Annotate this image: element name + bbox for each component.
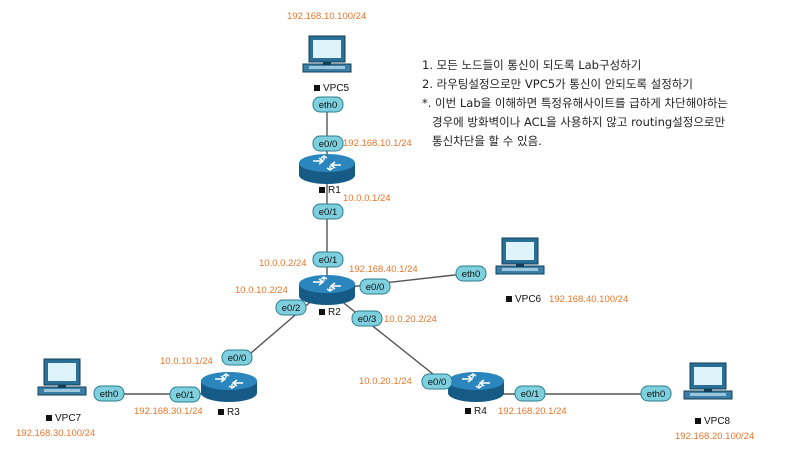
- device-name-vpc5: VPC5: [323, 83, 350, 94]
- port-label: e0/1: [319, 255, 338, 266]
- port-pill-r3-e00[interactable]: [221, 349, 253, 366]
- router-icon: [447, 371, 505, 403]
- port-pill-vpc8-eth0[interactable]: [640, 385, 672, 402]
- instruction-line-4: 경우에 방화벽이나 ACL을 사용하지 않고 routing설정으로만: [432, 115, 726, 129]
- ip-r4-e01: 192.168.20.1/24: [498, 406, 567, 417]
- device-marker: [506, 296, 512, 302]
- port-pill-r1-e01[interactable]: [312, 203, 344, 220]
- ip-r1-e01: 10.0.0.1/24: [343, 193, 391, 204]
- port-label: e0/0: [319, 139, 338, 150]
- vpc5[interactable]: [302, 35, 352, 73]
- device-labels: VPC5 R1 R2 VPC6 R3 R4 VPC7 VPC8: [46, 83, 731, 427]
- lab-instructions: 1. 모든 노드들이 통신이 되도록 Lab구성하기 2. 라우팅설정으로만 V…: [422, 56, 782, 151]
- port-label: e0/1: [176, 390, 195, 401]
- port-pill-r2-e00[interactable]: [359, 278, 391, 295]
- port-pill-r2-e01[interactable]: [312, 251, 344, 268]
- vpc6[interactable]: [495, 237, 545, 275]
- device-name-vpc6: VPC6: [515, 294, 542, 305]
- port-label: e0/1: [521, 389, 540, 400]
- ip-r2-e03: 10.0.20.2/24: [384, 314, 437, 325]
- ip-vpc5: 192.168.10.100/24: [287, 11, 366, 22]
- ip-r1-e00: 192.168.10.1/24: [343, 138, 412, 149]
- device-name-r2: R2: [328, 307, 341, 318]
- device-marker: [319, 187, 325, 193]
- port-pill-r4-e01[interactable]: [514, 385, 546, 402]
- port-pill-r3-e01[interactable]: [169, 386, 201, 403]
- port-label: e0/0: [228, 353, 247, 364]
- ip-r2-e02: 10.0.10.2/24: [235, 285, 288, 296]
- device-name-r4: R4: [474, 406, 487, 417]
- ip-r2-e00: 192.168.40.1/24: [349, 264, 418, 275]
- port-label: eth0: [100, 389, 119, 400]
- ip-vpc8: 192.168.20.100/24: [675, 431, 754, 442]
- port-pill-r4-e00[interactable]: [421, 373, 453, 390]
- ip-r3-e01: 192.168.30.1/24: [134, 406, 203, 417]
- device-marker: [46, 415, 52, 421]
- device-name-vpc8: VPC8: [704, 416, 731, 427]
- port-label: eth0: [647, 389, 666, 400]
- port-label: e0/2: [282, 303, 301, 314]
- device-marker: [314, 85, 320, 91]
- ip-vpc6: 192.168.40.100/24: [549, 294, 628, 305]
- vpc8[interactable]: [683, 362, 733, 400]
- router-r4[interactable]: [447, 371, 505, 403]
- ip-labels: 192.168.10.100/24 192.168.10.1/24 10.0.0…: [16, 11, 754, 442]
- ip-r2-e01: 10.0.0.2/24: [259, 258, 307, 269]
- port-label: eth0: [462, 269, 481, 280]
- port-pill-vpc5-eth0[interactable]: [312, 96, 344, 113]
- router-icon: [298, 274, 356, 306]
- ip-r4-e00: 10.0.20.1/24: [359, 376, 412, 387]
- device-marker: [319, 309, 325, 315]
- instruction-line-5: 통신차단을 할 수 있음.: [432, 134, 542, 148]
- router-r3[interactable]: [200, 371, 258, 403]
- port-label: e0/0: [366, 282, 385, 293]
- instruction-line-3: *. 이번 Lab을 이해하면 특정유해사이트를 급하게 차단해야하는: [422, 96, 729, 110]
- device-marker: [218, 409, 224, 415]
- instruction-line-2: 2. 라우팅설정으로만 VPC5가 통신이 안되도록 설정하기: [422, 77, 693, 91]
- port-label: e0/1: [319, 207, 338, 218]
- port-label: e0/0: [428, 377, 447, 388]
- computer-icon: [302, 35, 352, 73]
- router-icon: [200, 371, 258, 403]
- port-label: e0/3: [358, 314, 377, 325]
- computer-icon: [683, 362, 733, 400]
- router-r2[interactable]: [298, 274, 356, 306]
- device-name-vpc7: VPC7: [55, 413, 82, 424]
- computer-icon: [37, 358, 87, 396]
- device-name-r3: R3: [227, 407, 240, 418]
- ip-vpc7: 192.168.30.100/24: [16, 428, 95, 439]
- computer-icon: [495, 237, 545, 275]
- device-marker: [695, 418, 701, 424]
- port-pill-r1-e00[interactable]: [312, 135, 344, 152]
- vpc7[interactable]: [37, 358, 87, 396]
- ip-r3-e00: 10.0.10.1/24: [160, 356, 213, 367]
- port-pill-vpc7-eth0[interactable]: [93, 385, 125, 402]
- port-pills: [93, 96, 672, 403]
- router-r1[interactable]: [298, 153, 356, 185]
- port-pill-r2-e03[interactable]: [351, 310, 383, 327]
- instruction-line-1: 1. 모든 노드들이 통신이 되도록 Lab구성하기: [422, 58, 642, 72]
- port-pill-vpc6-eth0[interactable]: [455, 265, 487, 282]
- router-icon: [298, 153, 356, 185]
- device-name-r1: R1: [328, 185, 341, 196]
- port-label: eth0: [319, 100, 338, 111]
- port-pill-r2-e02[interactable]: [275, 299, 307, 316]
- device-marker: [465, 408, 471, 414]
